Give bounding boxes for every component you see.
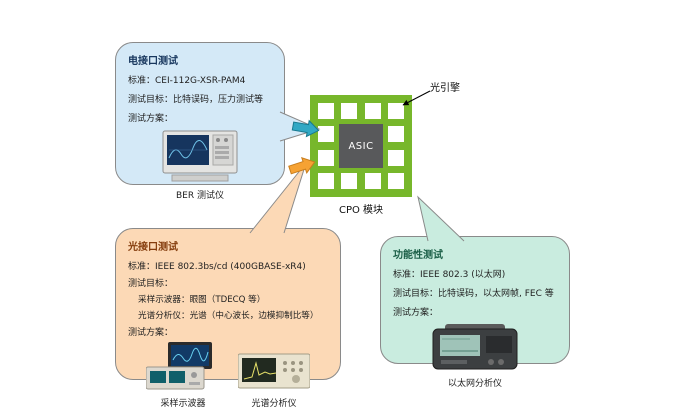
- functional-target: 测试目标：比特误码，以太网帧, FEC 等: [393, 289, 554, 299]
- optical-engine-square: [365, 103, 381, 119]
- ber-tester-caption: BER 测试仪: [176, 191, 224, 201]
- functional-test-title: 功能性测试: [393, 250, 443, 261]
- electrical-standard: 标准：CEI-112G-XSR-PAM4: [128, 76, 246, 86]
- optical-engine-square: [318, 173, 334, 189]
- ethernet-analyzer-image: [431, 324, 519, 374]
- optical-test-title: 光接口测试: [128, 242, 178, 253]
- optical-target-item-oscilloscope: 采样示波器：眼图（TDECQ 等）: [138, 295, 266, 305]
- optical-engine-square: [388, 103, 404, 119]
- optical-target: 测试目标：: [128, 279, 174, 289]
- optical-engine-square: [388, 150, 404, 166]
- electrical-test-bubble: 电接口测试 标准：CEI-112G-XSR-PAM4 测试目标：比特误码，压力测…: [115, 42, 285, 201]
- sampling-oscilloscope-caption: 采样示波器: [160, 399, 206, 409]
- optical-engine-label: 光引擎: [430, 83, 460, 94]
- cpo-module: ASIC: [310, 95, 412, 197]
- optical-engine-square: [365, 173, 381, 189]
- ethernet-analyzer-caption: 以太网分析仪: [447, 379, 502, 389]
- cpo-module-label: CPO 模块: [338, 205, 384, 216]
- asic-chip: ASIC: [339, 124, 383, 168]
- sampling-oscilloscope-image: [145, 342, 220, 394]
- optical-engine-square: [388, 173, 404, 189]
- optical-engine-square: [318, 103, 334, 119]
- functional-standard: 标准：IEEE 802.3 (以太网): [393, 270, 506, 280]
- functional-test-bubble: 功能性测试 标准：IEEE 802.3 (以太网) 测试目标：比特误码，以太网帧…: [380, 236, 570, 389]
- optical-standard: 标准：IEEE 802.3bs/cd (400GBASE-xR4): [128, 262, 306, 272]
- ber-tester-image: [162, 130, 238, 186]
- functional-plan: 测试方案：: [393, 308, 439, 318]
- electrical-test-title: 电接口测试: [128, 56, 178, 67]
- optical-engine-square: [341, 173, 357, 189]
- electrical-plan: 测试方案：: [128, 114, 174, 124]
- optical-engine-square: [341, 103, 357, 119]
- optical-spectrum-analyzer-image: [237, 352, 311, 394]
- optical-plan: 测试方案：: [128, 328, 174, 338]
- optical-engine-square: [318, 126, 334, 142]
- optical-spectrum-analyzer-caption: 光谱分析仪: [251, 399, 297, 409]
- functional-bubble-tail: [417, 195, 465, 242]
- optical-test-bubble: 光接口测试 标准：IEEE 802.3bs/cd (400GBASE-xR4) …: [115, 228, 341, 409]
- electrical-target: 测试目标：比特误码，压力测试等: [128, 95, 264, 105]
- optical-engine-square: [388, 126, 404, 142]
- optical-target-item-osa: 光谱分析仪：光谱（中心波长，边模抑制比等）: [138, 311, 319, 321]
- optical-engine-square: [318, 150, 334, 166]
